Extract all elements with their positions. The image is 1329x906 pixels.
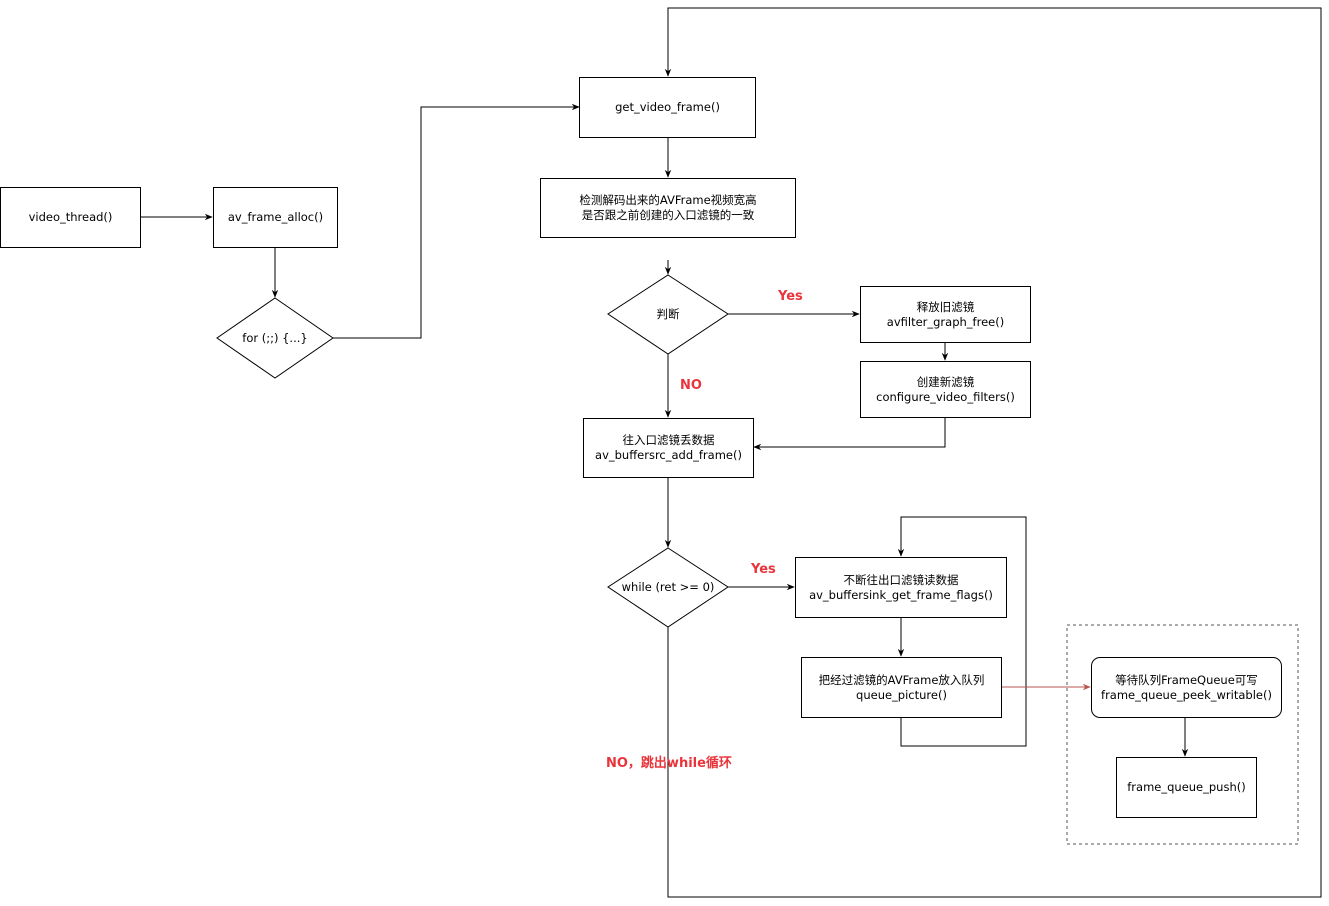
- while-yes-label: Yes: [751, 562, 776, 577]
- node-check-frame-line1: 检测解码出来的AVFrame视频宽高: [579, 193, 757, 207]
- node-peek-writable: 等待队列FrameQueue可写 frame_queue_peek_writab…: [1091, 657, 1282, 718]
- node-queue-picture-line1: 把经过滤镜的AVFrame放入队列: [818, 672, 985, 687]
- node-create-filter-line2: configure_video_filters(): [876, 389, 1015, 404]
- node-add-frame: 往入口滤镜丢数据 av_buffersrc_add_frame(): [583, 418, 754, 478]
- node-get-frame-flags: 不断往出口滤镜读数据 av_buffersink_get_frame_flags…: [795, 557, 1007, 618]
- edge-outer-loop: [664, 7, 1322, 898]
- judge-text: 判断: [656, 307, 680, 321]
- for-loop-diamond: [216, 297, 334, 379]
- node-check-frame-line2: 是否跟之前创建的入口滤镜的一致: [581, 208, 755, 222]
- node-av-frame-alloc: av_frame_alloc(): [213, 187, 338, 248]
- frame-queue-group: [1066, 624, 1299, 845]
- judge-no-label: NO: [680, 378, 702, 393]
- node-get-video-frame-label: get_video_frame(): [615, 100, 720, 114]
- node-peek-writable-line1: 等待队列FrameQueue可写: [1115, 672, 1258, 687]
- edge-create-to-addframe: [753, 417, 946, 451]
- node-add-frame-line2: av_buffersrc_add_frame(): [595, 448, 742, 462]
- edge-for-to-getframe: [333, 103, 580, 339]
- node-get-frame-flags-line2: av_buffersink_get_frame_flags(): [809, 587, 993, 602]
- node-free-graph: 释放旧滤镜 avfilter_graph_free(): [860, 286, 1031, 343]
- for-loop-label: for (;;) {...}: [217, 323, 333, 353]
- node-queue-push-label: frame_queue_push(): [1127, 780, 1246, 794]
- node-av-frame-alloc-label: av_frame_alloc(): [227, 210, 324, 224]
- node-free-graph-line1: 释放旧滤镜: [916, 299, 975, 314]
- while-loop-label: while (ret >= 0): [608, 572, 728, 602]
- node-create-filter: 创建新滤镜 configure_video_filters(): [860, 361, 1031, 418]
- judge-yes-label: Yes: [778, 289, 803, 304]
- while-loop-text: while (ret >= 0): [621, 580, 715, 594]
- node-queue-picture: 把经过滤镜的AVFrame放入队列 queue_picture(): [801, 657, 1002, 718]
- node-get-frame-flags-line1: 不断往出口滤镜读数据: [843, 572, 959, 587]
- node-video-thread-label: video_thread(): [28, 210, 113, 224]
- judge-label: 判断: [608, 299, 728, 329]
- node-queue-push: frame_queue_push(): [1116, 757, 1257, 818]
- edge-inner-loop: [897, 516, 1027, 747]
- node-create-filter-line1: 创建新滤镜: [916, 374, 975, 389]
- node-free-graph-line2: avfilter_graph_free(): [886, 314, 1005, 329]
- while-no-label: NO，跳出while循环: [606, 756, 732, 771]
- node-check-frame: 检测解码出来的AVFrame视频宽高 是否跟之前创建的入口滤镜的一致: [540, 178, 796, 238]
- node-peek-writable-line2: frame_queue_peek_writable(): [1101, 687, 1272, 702]
- for-loop-text: for (;;) {...}: [242, 331, 308, 345]
- node-add-frame-line1: 往入口滤镜丢数据: [622, 433, 715, 447]
- node-queue-picture-line2: queue_picture(): [856, 687, 947, 702]
- node-video-thread: video_thread(): [0, 187, 141, 248]
- node-get-video-frame: get_video_frame(): [579, 77, 756, 138]
